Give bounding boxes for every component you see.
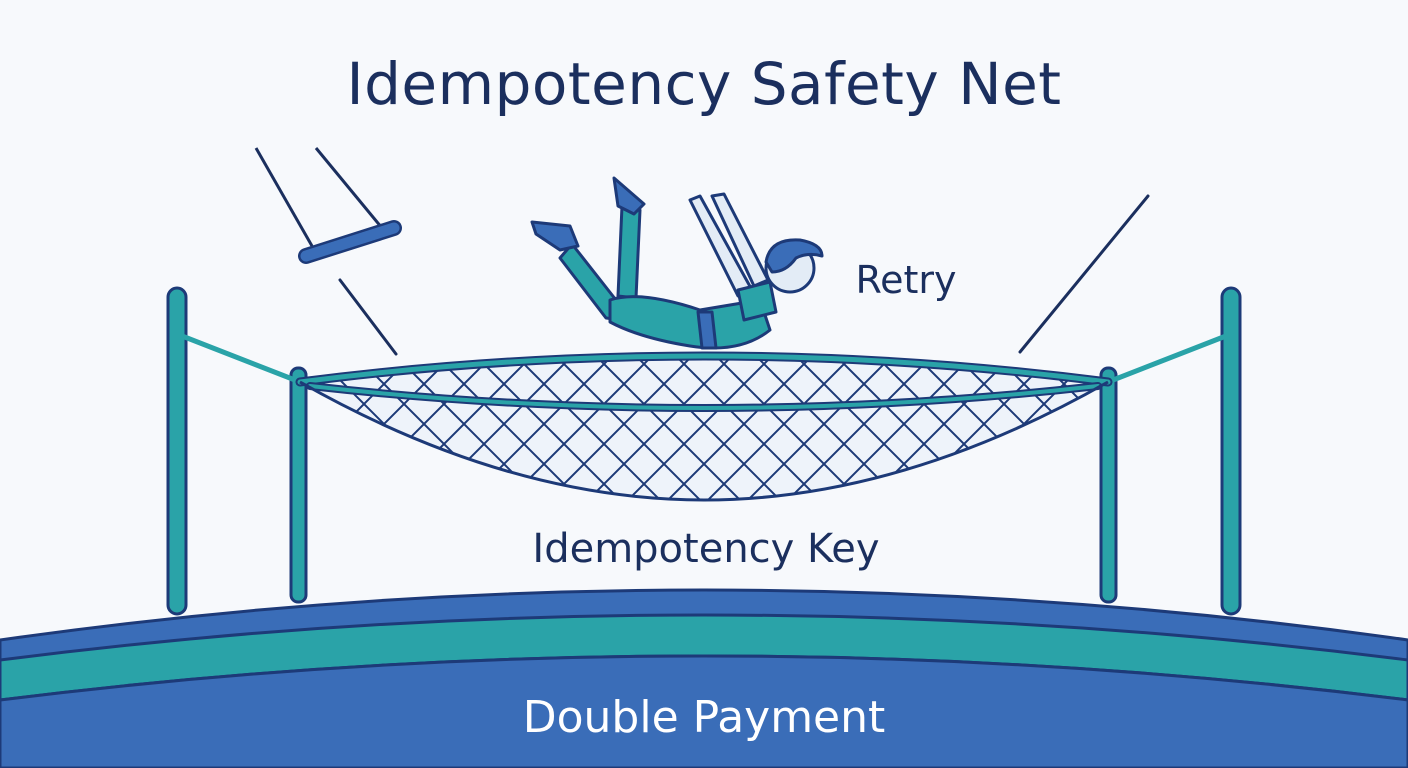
retry-label: Retry	[855, 258, 956, 302]
floor-platform	[0, 588, 1408, 768]
net-poles	[166, 286, 1242, 616]
diagram-title: Idempotency Safety Net	[346, 50, 1061, 118]
safety-net-icon	[295, 351, 1113, 502]
net-guy-lines	[174, 194, 1234, 385]
idempotency-key-label: Idempotency Key	[532, 526, 879, 572]
trapeze-bar-icon	[254, 147, 402, 264]
falling-acrobat-icon	[530, 176, 824, 350]
double-payment-label: Double Payment	[523, 692, 886, 743]
